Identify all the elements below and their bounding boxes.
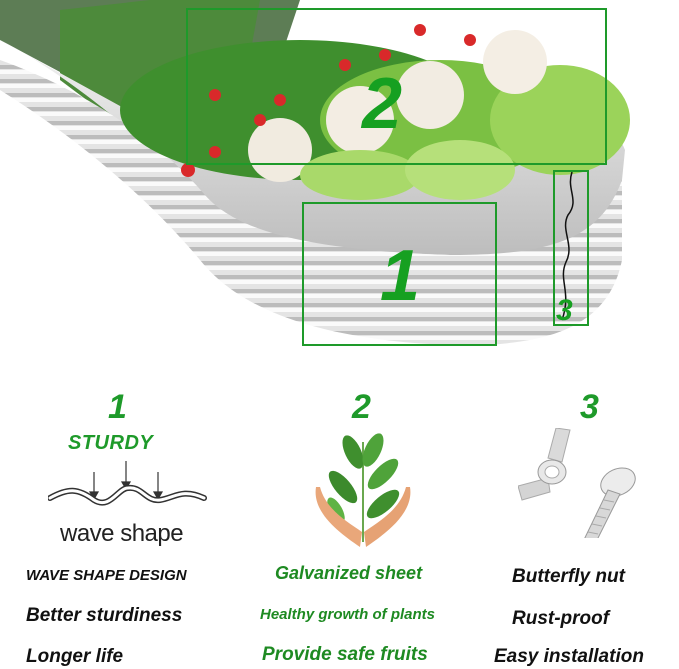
feature-line: Butterfly nut: [512, 566, 625, 587]
feature-number: 1: [108, 388, 127, 426]
product-hero-image: 2 1 3: [0, 0, 630, 346]
feature-line: Better sturdiness: [26, 605, 183, 626]
feature-line: WAVE SHAPE DESIGN: [26, 567, 187, 584]
butterfly-nut-and-bolt-icon: [518, 428, 636, 538]
feature-number: 2: [352, 388, 371, 426]
feature-line: Provide safe fruits: [262, 644, 428, 665]
garden-bed-illustration: [0, 0, 630, 346]
callout-number-2: 2: [362, 64, 403, 144]
feature-number: 3: [580, 388, 599, 426]
feature-line: Healthy growth of plants: [260, 606, 436, 623]
feature-line: Rust-proof: [512, 608, 610, 629]
feature-line: Easy installation: [494, 646, 644, 667]
feature-title: STURDY: [68, 432, 154, 454]
callout-number-1: 1: [380, 236, 421, 316]
seam-line: [561, 171, 574, 321]
callout-box-1: [302, 202, 497, 346]
feature-line: Galvanized sheet: [275, 563, 423, 583]
wave-shape-icon: [48, 461, 207, 506]
callout-box-2: [186, 8, 607, 165]
feature-line: Longer life: [26, 646, 124, 667]
wave-shape-caption: wave shape: [60, 520, 184, 547]
callout-box-3: [553, 170, 589, 326]
callout-number-3: 3: [556, 294, 573, 327]
plant-in-hands-icon: [315, 433, 411, 547]
